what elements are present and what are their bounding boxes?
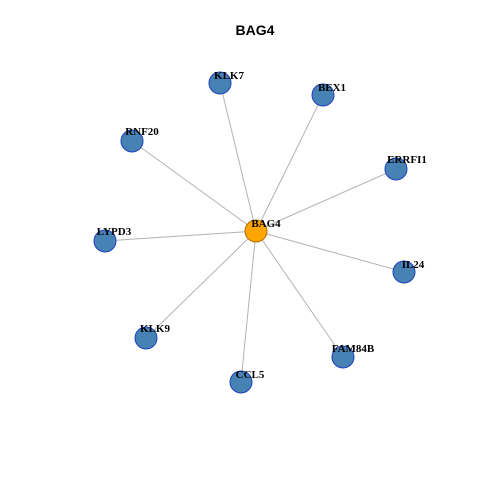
- node-bex1: [311, 83, 335, 107]
- node-label-rnf20: RNF20: [125, 126, 159, 138]
- edge-bag4-klk7: [219, 82, 257, 232]
- edge-bag4-lypd3: [104, 230, 257, 242]
- node-fam84b: [331, 345, 355, 369]
- edge-bag4-bex1: [255, 94, 324, 232]
- node-klk7: [208, 71, 232, 95]
- node-il24: [392, 260, 416, 284]
- edge-bag4-fam84b: [255, 230, 344, 358]
- edge-bag4-rnf20: [131, 140, 257, 232]
- node-klk9: [134, 326, 158, 350]
- node-bag4: [244, 219, 268, 243]
- node-label-bag4: BAG4: [251, 218, 281, 230]
- label-layer: BAG4 KLK7BEX1RNF20ERRFI1LYPD3IL24KLK9FAM8…: [97, 70, 427, 381]
- edge-bag4-errfi1: [255, 168, 397, 232]
- node-label-klk7: KLK7: [214, 70, 244, 82]
- node-label-il24: IL24: [402, 259, 425, 271]
- node-layer: [93, 71, 416, 394]
- node-label-errfi1: ERRFI1: [387, 154, 427, 166]
- node-label-fam84b: FAM84B: [332, 343, 375, 355]
- node-label-bex1: BEX1: [318, 82, 346, 94]
- node-ccl5: [229, 370, 253, 394]
- graph-title: BAG4: [236, 22, 275, 38]
- edge-bag4-ccl5: [240, 230, 257, 383]
- node-lypd3: [93, 229, 117, 253]
- node-label-ccl5: CCL5: [236, 369, 265, 381]
- node-rnf20: [120, 129, 144, 153]
- edge-layer: [104, 82, 405, 383]
- node-errfi1: [384, 157, 408, 181]
- edge-bag4-klk9: [145, 230, 257, 339]
- node-label-lypd3: LYPD3: [97, 226, 132, 238]
- edge-bag4-il24: [255, 230, 405, 273]
- node-label-klk9: KLK9: [140, 323, 170, 335]
